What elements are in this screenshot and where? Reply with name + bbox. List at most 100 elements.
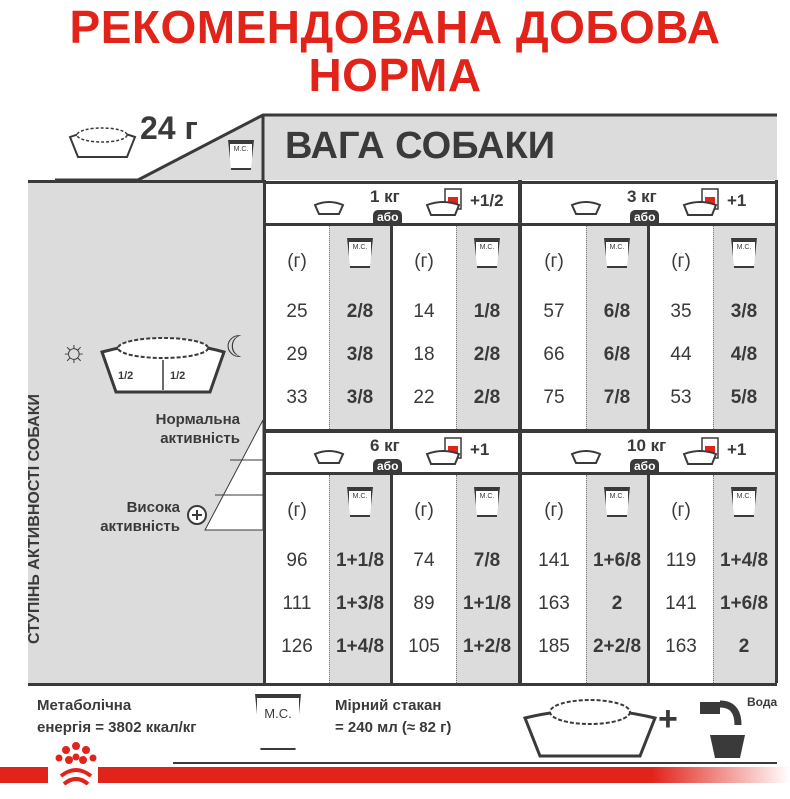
- wet-food-pouch-label: +1: [727, 191, 747, 210]
- title-line-2: НОРМА: [308, 49, 482, 101]
- mixed-feeding-icon: [425, 188, 462, 216]
- cups-value: 5/8: [730, 387, 758, 408]
- dog-weight-header: ВАГА СОБАКИ: [285, 125, 556, 167]
- grams-value: 44: [670, 344, 692, 365]
- mixed-feeding-icon: [682, 437, 719, 465]
- cups-value: 6/8: [603, 301, 631, 322]
- grams-header: (г): [544, 251, 564, 272]
- grams-value: 22: [413, 387, 435, 408]
- half-left: 1/2: [118, 370, 134, 382]
- wet-food-pouch-label: +1: [727, 440, 747, 459]
- or-badge: або: [373, 210, 403, 224]
- dry-food-bowl-icon: [570, 450, 602, 464]
- cups-value: 1+6/8: [719, 593, 769, 614]
- grams-value: 105: [408, 636, 440, 657]
- activity-axis-label: СТУПІНЬ АКТИВНОСТІ СОБАКИ: [26, 394, 43, 645]
- grams-value: 89: [413, 593, 435, 614]
- cups-value: 1/8: [473, 301, 501, 322]
- or-badge: або: [373, 459, 403, 473]
- cups-value: 6/8: [603, 344, 631, 365]
- dry-food-bowl-icon: [313, 450, 345, 464]
- grams-value: 126: [281, 636, 313, 657]
- water-label: Вода: [747, 695, 778, 709]
- cups-value: 3/8: [346, 344, 374, 365]
- weight-label: 1 кг: [370, 187, 400, 206]
- measuring-cup-icon: М.С.: [347, 487, 373, 517]
- divider: [263, 181, 520, 184]
- cups-value: 2: [738, 636, 750, 657]
- weight-block: 10 кг або +1: [522, 432, 775, 475]
- grams-value: 74: [413, 550, 435, 571]
- cups-value: 4/8: [730, 344, 758, 365]
- measuring-cup-icon: М.С.: [731, 238, 757, 268]
- measuring-cup-icon: М.С.: [474, 238, 500, 268]
- cups-value: 1+3/8: [335, 593, 385, 614]
- measuring-cup-icon: М.С.: [228, 140, 254, 170]
- food-bowl-icon: [522, 699, 658, 758]
- cups-value: 2/8: [473, 387, 501, 408]
- cups-value: 2: [611, 593, 623, 614]
- grams-header: (г): [414, 251, 434, 272]
- cups-value: 1+4/8: [335, 636, 385, 657]
- grams-header: (г): [671, 251, 691, 272]
- cups-value: 2/8: [473, 344, 501, 365]
- cups-value: 1+4/8: [719, 550, 769, 571]
- wet-food-pouch-label: +1/2: [470, 191, 504, 210]
- cups-value: 2/8: [346, 301, 374, 322]
- cups-value: 1+1/8: [462, 593, 512, 614]
- grams-value: 75: [543, 387, 565, 408]
- divider: [390, 475, 393, 683]
- grams-header: (г): [671, 500, 691, 521]
- grams-value: 14: [413, 301, 435, 322]
- dry-food-bowl-icon: [570, 201, 602, 215]
- water-tap-icon: [700, 700, 745, 758]
- grams-value: 141: [538, 550, 570, 571]
- grams-value: 33: [286, 387, 308, 408]
- weight-label: 6 кг: [370, 436, 400, 455]
- brand-band-left: [0, 767, 48, 783]
- activity-level-triangle: [187, 419, 264, 531]
- grams-value: 163: [665, 636, 697, 657]
- divider: [647, 475, 650, 683]
- weight-block: 1 кг або +1/2: [265, 183, 518, 226]
- cups-value: 1+6/8: [592, 550, 642, 571]
- grams-value: 163: [538, 593, 570, 614]
- divider: [28, 180, 263, 183]
- measuring-cup-icon: М.С.: [604, 487, 630, 517]
- cups-value: 1+1/8: [335, 550, 385, 571]
- grams-value: 18: [413, 344, 435, 365]
- or-badge: або: [630, 459, 660, 473]
- cups-value: 2+2/8: [592, 636, 642, 657]
- plus-icon: +: [658, 700, 678, 738]
- title-line-1: РЕКОМЕНДОВАНА ДОБОВА: [69, 1, 721, 53]
- activity-panel: [28, 180, 263, 683]
- grams-value: 57: [543, 301, 565, 322]
- grams-header: (г): [287, 500, 307, 521]
- cups-value: 1+2/8: [462, 636, 512, 657]
- grams-value: 66: [543, 344, 565, 365]
- divider: [28, 683, 777, 686]
- grams-value: 141: [665, 593, 697, 614]
- measuring-cup-icon: М.С.: [347, 238, 373, 268]
- divider: [647, 226, 650, 431]
- divider: [173, 762, 777, 764]
- dry-food-bowl-icon: [313, 201, 345, 215]
- divider: [390, 226, 393, 431]
- moon-icon: ☾: [225, 331, 252, 364]
- portion-label: 24 г: [140, 110, 198, 146]
- weight-label: 3 кг: [627, 187, 657, 206]
- cups-value: 3/8: [730, 301, 758, 322]
- grams-header: (г): [414, 500, 434, 521]
- royal-canin-crown-logo: [55, 742, 97, 786]
- measuring-cup-icon: М.С.: [474, 487, 500, 517]
- grams-value: 35: [670, 301, 692, 322]
- brand-band-right: [98, 767, 790, 783]
- grams-header: (г): [287, 251, 307, 272]
- measuring-cup-icon: М.С.: [255, 694, 301, 750]
- weight-label: 10 кг: [627, 436, 667, 455]
- measuring-cup-icon: М.С.: [731, 487, 757, 517]
